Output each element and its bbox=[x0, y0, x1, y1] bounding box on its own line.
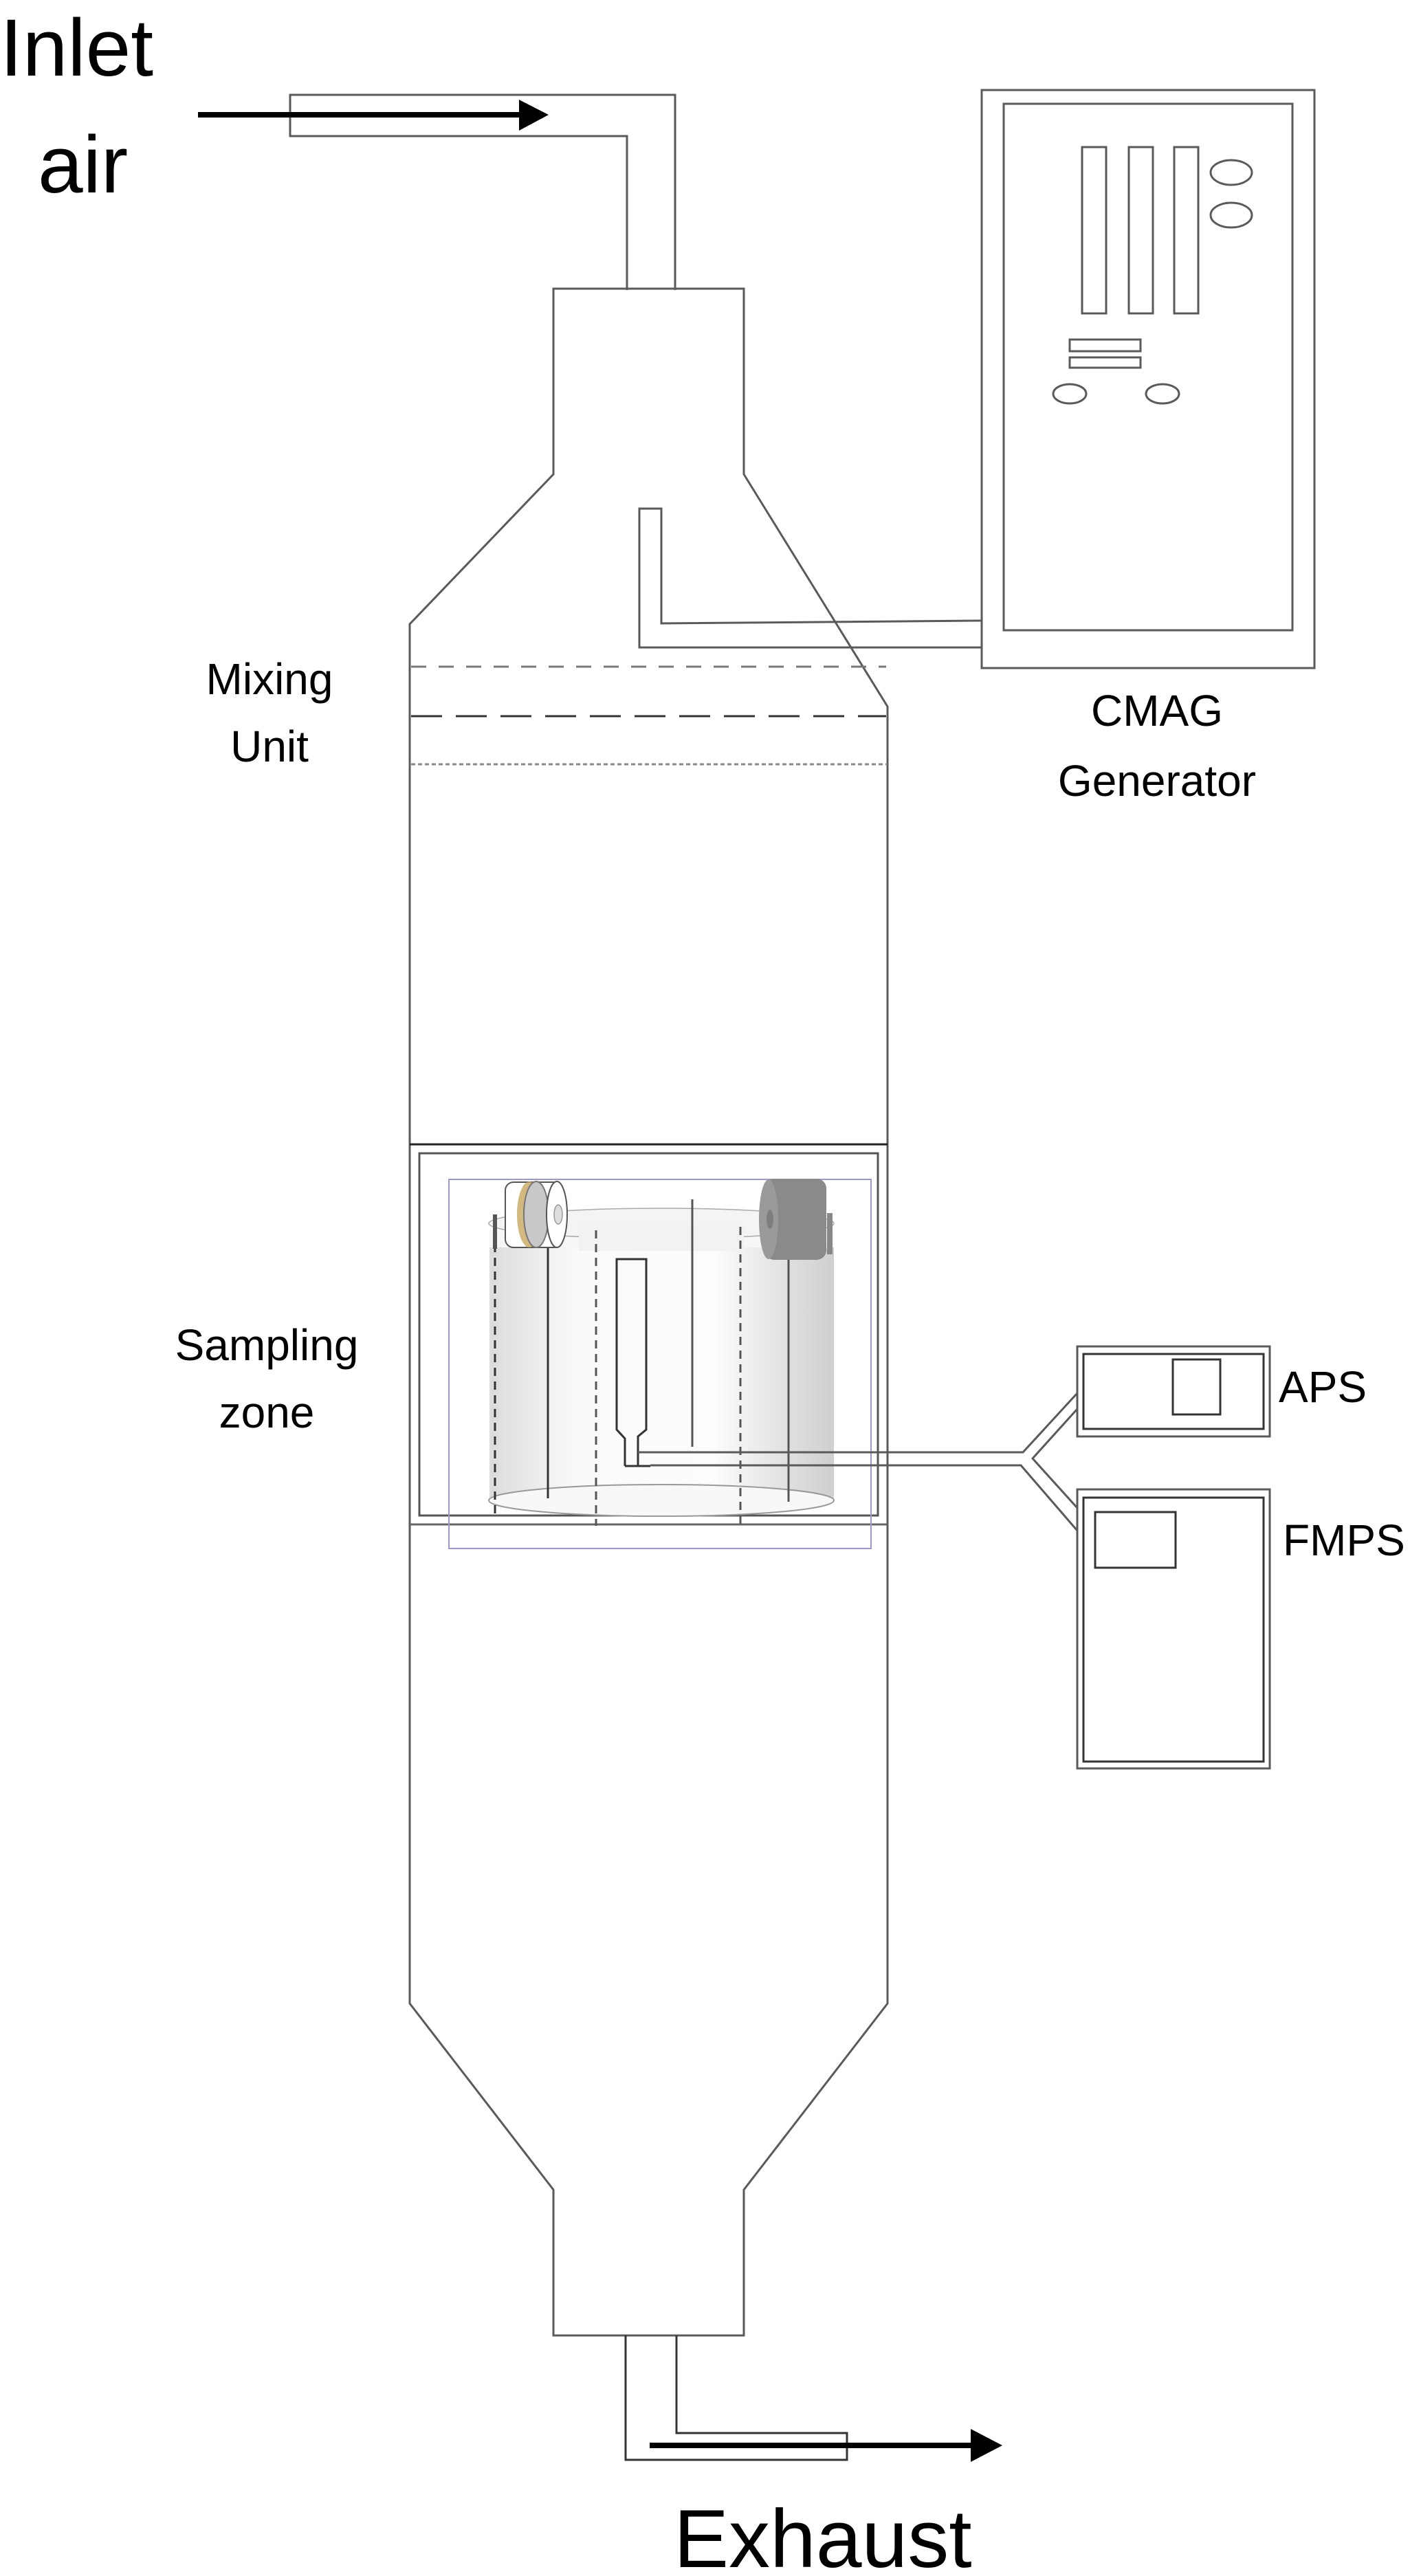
sampling-label-line2: zone bbox=[219, 1388, 315, 1437]
inlet-label: Inlet air bbox=[0, 3, 153, 210]
fmps-label: FMPS bbox=[1283, 1515, 1405, 1565]
sampling-inlet-nozzle bbox=[615, 1258, 648, 1466]
cmag-knob-2-icon bbox=[1209, 201, 1253, 229]
mixing-unit-label: Mixing Unit bbox=[206, 654, 333, 771]
aps-display bbox=[1171, 1358, 1222, 1416]
inlet-arrow-head-icon bbox=[519, 100, 549, 131]
sampler-rotor-band bbox=[579, 1225, 744, 1251]
cmag-inner-frame bbox=[1002, 102, 1294, 632]
cmag-display-1 bbox=[1068, 338, 1142, 353]
chamber-outline bbox=[408, 287, 889, 2337]
sampling-line-upper bbox=[638, 1392, 1079, 1454]
cmag-port-2-icon bbox=[1145, 383, 1180, 405]
inlet-label-line2: air bbox=[38, 120, 128, 210]
fmps-inner-frame bbox=[1082, 1496, 1265, 1763]
cyclone-sampler-icon bbox=[759, 1179, 833, 1260]
fmps-display bbox=[1094, 1511, 1177, 1569]
fmps-outer-frame bbox=[1076, 1488, 1271, 1770]
sampling-label-line1: Sampling bbox=[175, 1320, 359, 1370]
sampler-cylinder-body bbox=[489, 1244, 834, 1502]
exhaust-label: Exhaust bbox=[674, 2493, 972, 2576]
exhaust-pipe bbox=[624, 2335, 848, 2461]
sampler-cylinder-base bbox=[488, 1484, 835, 1517]
aps-inner-frame bbox=[1082, 1353, 1265, 1430]
mixing-label-line1: Mixing bbox=[206, 654, 333, 704]
cmag-outer-frame bbox=[980, 89, 1316, 669]
filter-holder-icon bbox=[493, 1181, 568, 1249]
cmag-knob-1-icon bbox=[1209, 159, 1253, 186]
inlet-label-line1: Inlet bbox=[0, 3, 153, 93]
cmag-label: CMAG Generator bbox=[1058, 686, 1256, 806]
cmag-display-2 bbox=[1068, 356, 1142, 369]
sampling-zone bbox=[410, 1143, 888, 1549]
aps-label: APS bbox=[1279, 1362, 1367, 1412]
cmag-slot-1 bbox=[1081, 146, 1108, 315]
sampling-line-lower bbox=[650, 1464, 1079, 1531]
aps-outer-frame bbox=[1076, 1345, 1271, 1438]
cmag-label-line2: Generator bbox=[1058, 756, 1256, 806]
sampling-frame bbox=[448, 1179, 872, 1549]
sampling-line-split bbox=[1031, 1408, 1079, 1509]
sampling-zone-label: Sampling zone bbox=[175, 1320, 359, 1437]
fmps-instrument bbox=[1076, 1488, 1271, 1770]
cmag-label-line1: CMAG bbox=[1091, 686, 1223, 735]
mixing-label-line2: Unit bbox=[230, 722, 309, 771]
cmag-generator bbox=[980, 89, 1316, 669]
cmag-slot-3 bbox=[1173, 146, 1200, 315]
cmag-injection-pipe bbox=[638, 507, 982, 649]
cmag-port-1-icon bbox=[1052, 383, 1088, 405]
exhaust-arrow-head-icon bbox=[971, 2429, 1002, 2462]
inlet-pipe bbox=[289, 93, 676, 290]
cmag-slot-2 bbox=[1127, 146, 1154, 315]
aps-instrument bbox=[1076, 1345, 1271, 1438]
